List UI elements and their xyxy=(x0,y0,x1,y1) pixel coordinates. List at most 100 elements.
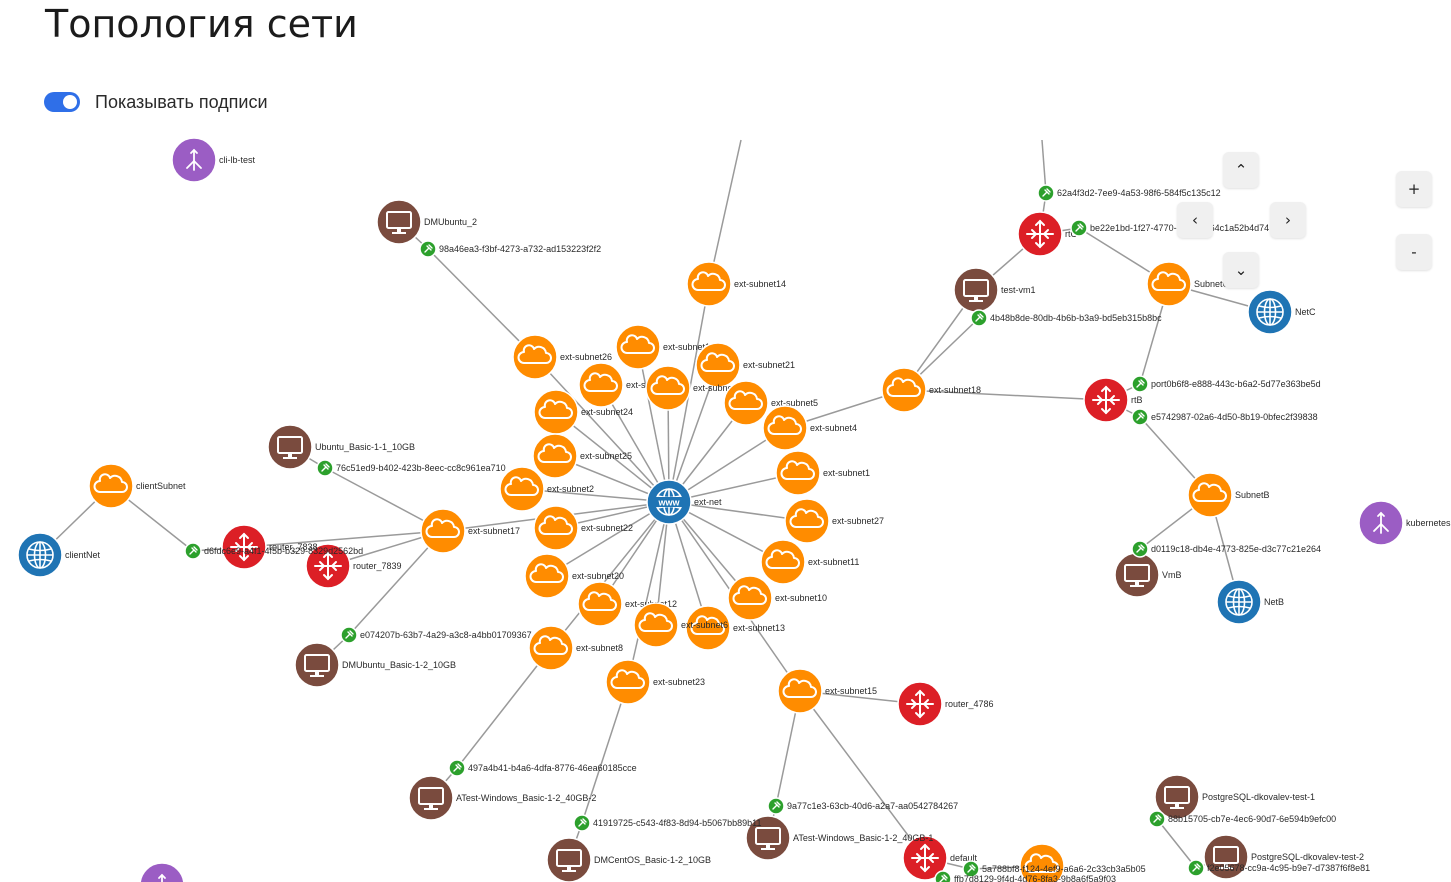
node-port-p7[interactable]: be22e1bd-1f27-4770-a1a4-7a64c1a52b4d74 xyxy=(1070,219,1269,237)
node-port-p1[interactable]: 98a46ea3-f3bf-4273-a732-ad153223f2f2 xyxy=(419,240,601,258)
pan-right-button[interactable]: › xyxy=(1270,202,1306,238)
node-vm-vmPG2[interactable]: PostgreSQL-dkovalev-test-2 xyxy=(1203,834,1364,880)
node-router-r7839[interactable]: router_7839 xyxy=(305,543,402,589)
node-vm-vmDMU2[interactable]: DMUbuntu_2 xyxy=(376,199,477,245)
node-subnet-s17[interactable]: ext-subnet17 xyxy=(420,508,520,554)
node-subnet-s5[interactable]: ext-subnet5 xyxy=(723,380,818,426)
node-lb-lbK8s[interactable]: kubernetes xyxy=(1358,500,1451,546)
pan-down-button[interactable]: ⌄ xyxy=(1223,252,1259,288)
monitor-icon xyxy=(1213,846,1239,869)
node-label: 98a46ea3-f3bf-4273-a732-ad153223f2f2 xyxy=(439,244,601,254)
node-network-netC[interactable]: NetC xyxy=(1247,289,1316,335)
plug-icon xyxy=(453,763,462,772)
node-subnet-s21[interactable]: ext-subnet21 xyxy=(695,342,795,388)
pan-up-button[interactable]: ⌃ xyxy=(1223,152,1259,188)
node-subnet-s22[interactable]: ext-subnet22 xyxy=(533,505,633,551)
node-vm-vmDMU12[interactable]: DMUbuntu_Basic-1-2_10GB xyxy=(294,642,456,688)
node-vm-vmUb11[interactable]: Ubuntu_Basic-1-1_10GB xyxy=(267,424,415,470)
node-port-p13[interactable]: 9a77c1e3-63cb-40d6-a2a7-aa0542784267 xyxy=(767,797,958,815)
node-vm-vmB[interactable]: VmB xyxy=(1114,552,1182,598)
zoom-in-button[interactable]: + xyxy=(1396,171,1432,207)
node-port-p11[interactable]: 497a4b41-b4a6-4dfa-8776-46ea60185cce xyxy=(448,759,637,777)
edge-s26-p1 xyxy=(427,248,536,358)
node-router-rClient[interactable]: router_7838 xyxy=(221,524,318,570)
node-subnet-s13[interactable]: ext-subnet13 xyxy=(685,605,785,651)
node-router-rDefault[interactable]: default xyxy=(902,835,978,881)
show-labels-toggle-row: Показывать подписи xyxy=(44,89,268,115)
node-label: NetB xyxy=(1264,597,1284,607)
node-subnet-s26[interactable]: ext-subnet26 xyxy=(512,334,612,380)
node-port-p3[interactable]: e074207b-63b7-4a29-a3c8-a4bb01709367 xyxy=(340,626,532,644)
edge-p14-p15 xyxy=(1156,818,1197,869)
node-subnet-sBottom[interactable] xyxy=(1019,843,1065,882)
node-subnet-s27[interactable]: ext-subnet27 xyxy=(784,498,884,544)
node-subnet-s2[interactable]: ext-subnet2 xyxy=(499,466,594,512)
node-subnet-s25[interactable]: ext-subnet25 xyxy=(532,433,632,479)
node-subnet-s6[interactable]: ext-subnet6 xyxy=(633,602,728,648)
node-port-p4[interactable]: d6fdc6e9-a4f1-4f5b-b329-8329d2562bd xyxy=(184,542,363,560)
node-subnet-s1[interactable]: ext-subnet1 xyxy=(775,450,870,496)
node-port-p5[interactable]: 4b48b8de-80db-4b6b-b3a9-bd5eb315b8bc xyxy=(970,309,1162,327)
node-network-netB[interactable]: NetB xyxy=(1216,579,1284,625)
node-vm-vmATW2[interactable]: ATest-Windows_Basic-1-2_40GB-1 xyxy=(745,815,933,861)
node-label: 41919725-c543-4f83-8d94-b5067bb89b11 xyxy=(593,818,761,828)
node-router-rC[interactable]: rtC xyxy=(1017,211,1077,257)
node-label: ext-subnet24 xyxy=(581,407,633,417)
show-labels-toggle[interactable] xyxy=(44,92,80,112)
node-port-p15[interactable]: f2e05678-cc9a-4c95-b9e7-d7387f6f8e81 xyxy=(1187,859,1370,877)
node-subnet-s4[interactable]: ext-subnet4 xyxy=(762,405,857,451)
node-vm-vmATW1[interactable]: ATest-Windows_Basic-1-2_40GB-2 xyxy=(408,775,596,821)
node-vm-vmTestVm1[interactable]: test-vm1 xyxy=(953,267,1036,313)
zoom-out-button[interactable]: - xyxy=(1396,234,1432,270)
node-label: ext-subnet5 xyxy=(771,398,818,408)
plug-icon xyxy=(1136,379,1145,388)
node-subnet-s10[interactable]: ext-subnet10 xyxy=(727,575,827,621)
svg-text:www: www xyxy=(657,498,680,508)
node-port-p10[interactable]: d0119c18-db4e-4773-825e-d3c77c21e264 xyxy=(1131,540,1321,558)
cloud-icon xyxy=(638,612,673,632)
cloud-icon xyxy=(504,476,539,496)
edge-extnet-s20 xyxy=(546,501,670,577)
node-router-rB[interactable]: rtB xyxy=(1083,377,1143,423)
node-port-p9[interactable]: e5742987-02a6-4d50-8b19-0bfec2f39838 xyxy=(1131,408,1318,426)
edge-s8-p11 xyxy=(456,647,552,769)
node-port-p6[interactable]: 62a4f3d2-7ee9-4a53-98f6-584f5c135c12 xyxy=(1037,184,1221,202)
node-subnet-s23[interactable]: ext-subnet23 xyxy=(605,659,705,705)
node-router-r4786[interactable]: router_4786 xyxy=(897,681,994,727)
node-label: SubnetC xyxy=(1194,279,1230,289)
node-label: ext-subnet4 xyxy=(810,423,857,433)
cloud-icon xyxy=(691,271,726,291)
node-subnet-clientSubnet[interactable]: clientSubnet xyxy=(88,463,186,509)
node-lb-lbCli[interactable]: cli-lb-test xyxy=(171,138,256,183)
node-subnet-subnetC[interactable]: SubnetC xyxy=(1146,261,1230,307)
node-subnet-s11[interactable]: ext-subnet11 xyxy=(760,539,859,585)
node-port-p8[interactable]: port0b6f8-e888-443c-b6a2-5d77e363be5d xyxy=(1131,375,1321,393)
pan-left-button[interactable]: ‹ xyxy=(1177,202,1213,238)
node-subnet-s18[interactable]: ext-subnet18 xyxy=(881,367,981,413)
node-subnet-s15[interactable]: ext-subnet15 xyxy=(777,668,877,714)
node-subnet-s14[interactable]: ext-subnet14 xyxy=(686,261,786,307)
node-lb-lbBottom[interactable] xyxy=(139,862,185,882)
node-subnet-s20[interactable]: ext-subnet20 xyxy=(524,553,624,599)
node-label: 5a788bf8-f124-4ef9-a6a6-2c33cb3a5b05 xyxy=(982,864,1146,874)
node-label: f2e05678-cc9a-4c95-b9e7-d7387f6f8e81 xyxy=(1207,863,1370,873)
node-label: clientSubnet xyxy=(136,481,186,491)
cloud-icon xyxy=(1192,482,1227,502)
node-port-p12[interactable]: 41919725-c543-4f83-8d94-b5067bb89b11 xyxy=(573,814,761,832)
node-port-p16[interactable]: 5a788bf8-f124-4ef9-a6a6-2c33cb3a5b05 xyxy=(962,860,1146,878)
node-subnet-s8[interactable]: ext-subnet8 xyxy=(528,625,623,671)
node-vm-vmDMC[interactable]: DMCentOS_Basic-1-2_10GB xyxy=(546,837,711,882)
node-vm-vmPG1[interactable]: PostgreSQL-dkovalev-test-1 xyxy=(1154,774,1315,820)
node-label: ATest-Windows_Basic-1-2_40GB-2 xyxy=(456,793,596,803)
cloud-icon xyxy=(789,508,824,528)
node-port-p14[interactable]: 88b15705-cb7e-4ec6-90d7-6e594b9efc00 xyxy=(1148,810,1336,828)
node-subnet-s7[interactable]: ext-subnet7 xyxy=(645,365,740,411)
node-port-p17[interactable]: ffb7d8129-9f4d-4d76-8fa3-9b8a6f5a9f03 xyxy=(934,870,1116,882)
node-subnet-s19[interactable]: ext-subnet19 xyxy=(615,324,715,370)
node-subnet-subnetB[interactable]: SubnetB xyxy=(1187,472,1270,518)
node-network-clientNet[interactable]: clientNet xyxy=(17,532,101,578)
node-port-p2[interactable]: 76c51ed9-b402-423b-8eec-cc8c961ea710 xyxy=(316,459,506,477)
node-label: ext-subnet22 xyxy=(581,523,633,533)
